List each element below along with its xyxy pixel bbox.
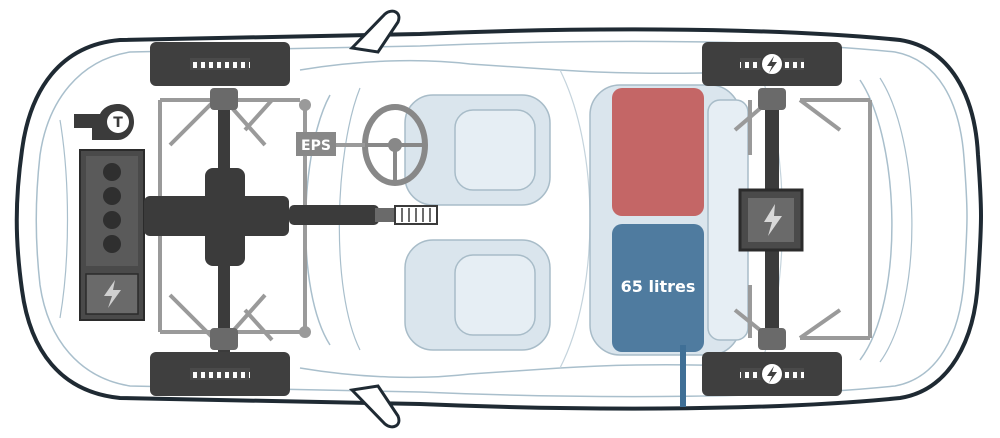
engine <box>79 149 145 321</box>
rear-left-wheel <box>702 42 842 86</box>
front-drivetrain <box>144 88 395 362</box>
left-mirror <box>348 9 401 54</box>
turbocharger-icon: T <box>74 104 134 140</box>
front-right-wheel <box>150 352 290 396</box>
turbo-label: T <box>113 115 123 131</box>
lightning-bolt-icon <box>104 280 121 308</box>
rear-right-wheel <box>702 352 842 396</box>
fuel-tank-label: 65 litres <box>621 277 696 296</box>
steering-rack-connector <box>394 205 438 225</box>
eps-label: EPS <box>301 138 331 154</box>
rear-drivetrain <box>738 88 804 350</box>
lightning-bolt-icon <box>767 56 777 73</box>
lightning-bolt-icon <box>764 204 782 236</box>
fuel-tank: 65 litres <box>612 224 704 407</box>
lightning-bolt-icon <box>767 366 777 383</box>
front-left-wheel <box>150 42 290 86</box>
steering-wheel <box>335 104 428 186</box>
right-mirror <box>348 384 401 429</box>
eps-unit: EPS <box>296 132 336 156</box>
battery-pack <box>612 88 704 216</box>
